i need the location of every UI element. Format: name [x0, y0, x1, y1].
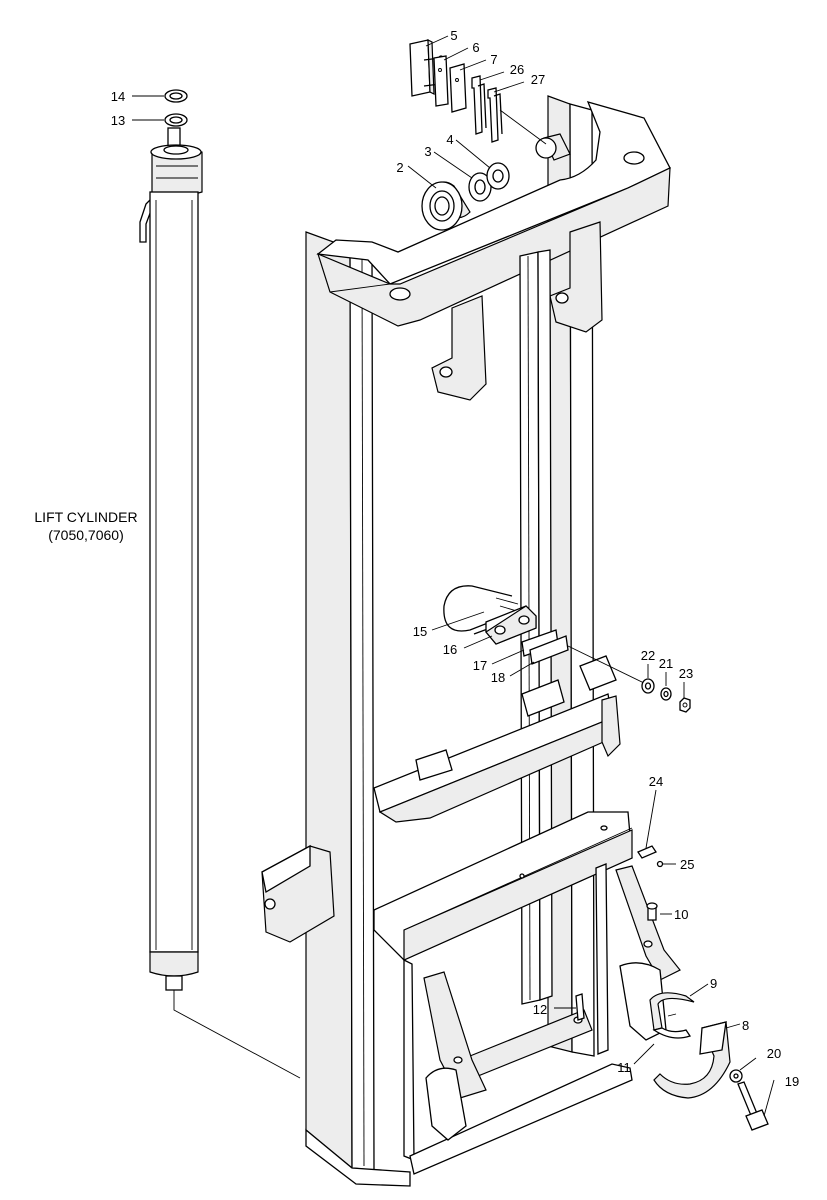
- callout-16: 16: [443, 642, 457, 657]
- nipple-10: [646, 902, 658, 921]
- callout-21: 21: [659, 656, 673, 671]
- shim-26: [471, 75, 487, 135]
- cradle-left: [423, 971, 487, 1141]
- callout-9: 9: [710, 976, 717, 991]
- washer-13: [164, 113, 188, 127]
- callout-10: 10: [674, 907, 688, 922]
- callout-14: 14: [111, 89, 125, 104]
- callout-3: 3: [424, 144, 431, 159]
- callout-12: 12: [533, 1002, 547, 1017]
- assembly-title: LIFT CYLINDER (7050,7060): [34, 509, 137, 543]
- callout-labels: 2 3 4 5 8 9 10 11 12 13 14 15 16 17 18 1…: [111, 28, 799, 1089]
- bolt-19: [737, 1081, 769, 1131]
- shaft-stub: [535, 133, 571, 161]
- washer-21: [660, 687, 672, 701]
- callout-17: 17: [473, 658, 487, 673]
- shim-27: [487, 87, 503, 143]
- callout-20: 20: [767, 1046, 781, 1061]
- side-block: [261, 844, 335, 943]
- lift-cylinder: [139, 127, 301, 1079]
- callout-4: 4: [446, 132, 453, 147]
- pin-12: [575, 993, 585, 1021]
- assembly-title-line2: (7050,7060): [48, 527, 124, 543]
- washer-20: [729, 1069, 743, 1083]
- mast-outer: [305, 95, 671, 1187]
- clamp-16: [485, 605, 537, 645]
- callout-13: 13: [111, 113, 125, 128]
- callout-23: 23: [679, 666, 693, 681]
- callout-19: 19: [785, 1074, 799, 1089]
- callout-27: 27: [531, 72, 545, 87]
- cap-8: [653, 1021, 731, 1099]
- nut-23: [679, 697, 691, 713]
- bearing-2: [421, 181, 471, 231]
- bushing-9: [649, 992, 695, 1039]
- assembly-title-line1: LIFT CYLINDER: [34, 509, 137, 525]
- washer-14: [164, 89, 188, 103]
- callout-5: 5: [450, 28, 457, 43]
- shim-7: [449, 63, 467, 113]
- callout-24: 24: [649, 774, 663, 789]
- callout-18: 18: [491, 670, 505, 685]
- leader-lines: [132, 35, 775, 1117]
- callout-22: 22: [641, 648, 655, 663]
- cradle-right: [615, 865, 681, 1041]
- callout-25: 25: [680, 857, 694, 872]
- callout-8: 8: [742, 1018, 749, 1033]
- callout-15: 15: [413, 624, 427, 639]
- callout-11: 11: [617, 1060, 631, 1075]
- washer-3: [468, 172, 492, 202]
- shim-18: [529, 635, 569, 665]
- callout-6: 6: [472, 40, 479, 55]
- washer-4: [486, 162, 510, 190]
- callout-2: 2: [396, 160, 403, 175]
- clip-24: [637, 845, 657, 859]
- callout-7: 7: [490, 52, 497, 67]
- callout-26: 26: [510, 62, 524, 77]
- washer-22: [641, 678, 655, 694]
- shim-6: [433, 55, 449, 107]
- screw-25: [656, 860, 664, 868]
